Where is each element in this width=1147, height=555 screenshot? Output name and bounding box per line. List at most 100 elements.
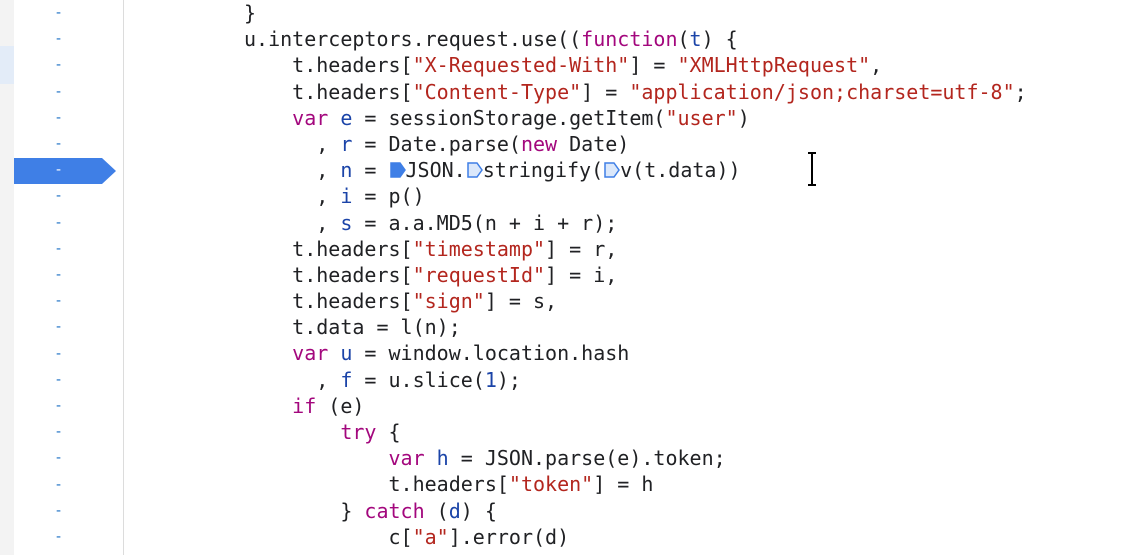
code-line[interactable]: u.interceptors.request.use((function(t) … <box>244 26 1027 52</box>
code-token: = p() <box>352 184 425 209</box>
code-token: "Content-Type" <box>412 79 582 104</box>
gutter-line-mark[interactable]: - <box>55 293 62 310</box>
inline-breakpoint-outline-icon[interactable] <box>466 161 484 179</box>
code-token: u <box>340 341 353 366</box>
code-line[interactable]: , f = u.slice(1); <box>244 367 1027 393</box>
code-token: ; <box>1014 79 1027 104</box>
code-token: , <box>870 53 883 78</box>
code-line[interactable]: var e = sessionStorage.getItem("user") <box>244 105 1027 131</box>
left-activity-strip <box>0 0 14 555</box>
code-token: ) { <box>701 27 738 52</box>
code-line[interactable]: t.headers["token"] = h <box>244 471 1027 497</box>
code-token: f <box>340 367 353 392</box>
code-editor[interactable]: }u.interceptors.request.use((function(t)… <box>244 0 1027 550</box>
code-token <box>244 106 292 130</box>
code-line[interactable]: var u = window.location.hash <box>244 340 1027 366</box>
code-token: d <box>448 498 461 523</box>
code-token: u.interceptors.request.use(( <box>244 27 582 52</box>
gutter-line-mark[interactable]: - <box>55 83 62 100</box>
code-token: t <box>689 27 702 52</box>
gutter-line-mark[interactable]: - <box>55 424 62 441</box>
code-token: t.headers[ <box>244 472 509 497</box>
code-token: var <box>388 446 425 471</box>
code-token: function <box>581 27 678 52</box>
code-line[interactable]: , s = a.a.MD5(n + i + r); <box>244 210 1027 236</box>
gutter-line-mark[interactable]: - <box>55 162 62 179</box>
code-line[interactable]: var h = JSON.parse(e).token; <box>244 445 1027 471</box>
code-token: stringify( <box>482 158 604 183</box>
code-token: ] = s, <box>484 289 558 314</box>
code-token: ( <box>424 498 449 523</box>
gutter-line-mark[interactable]: - <box>55 529 62 545</box>
code-token: "application/json;charset=utf-8" <box>629 79 1015 104</box>
text-cursor-icon <box>808 152 816 186</box>
line-gutter[interactable]: - - - - - - - - - - - - - - - - - - - - - <box>14 0 123 555</box>
code-token: i <box>340 184 353 209</box>
code-token: r <box>340 131 353 156</box>
code-line[interactable]: } <box>244 0 1027 26</box>
code-line[interactable]: t.headers["X-Requested-With"] = "XMLHttp… <box>244 52 1027 78</box>
gutter-line-mark[interactable]: - <box>55 240 62 257</box>
gutter-line-mark[interactable]: - <box>55 345 62 362</box>
code-token: s <box>340 210 353 235</box>
code-token: ] = h <box>593 472 654 497</box>
code-line[interactable]: t.data = l(n); <box>244 314 1027 340</box>
code-token: = Date.parse( <box>352 131 521 156</box>
code-token <box>244 341 292 365</box>
code-line[interactable]: , n = JSON.stringify(v(t.data)) <box>244 157 1027 183</box>
gutter-line-mark[interactable]: - <box>55 502 62 519</box>
code-token: ] = <box>581 79 630 104</box>
gutter-line-mark[interactable]: - <box>55 398 62 414</box>
breakpoint-marker-icon[interactable] <box>14 158 116 184</box>
gutter-line-mark[interactable]: - <box>55 57 62 74</box>
code-line[interactable]: if (e) <box>244 393 1027 419</box>
gutter-line-mark[interactable]: - <box>55 188 62 205</box>
code-token: h <box>436 446 449 471</box>
code-token <box>328 106 340 130</box>
gutter-line-mark[interactable]: - <box>55 371 62 388</box>
code-line[interactable]: , i = p() <box>244 183 1027 209</box>
code-line[interactable]: t.headers["sign"] = s, <box>244 288 1027 314</box>
gutter-line-mark[interactable]: - <box>55 319 62 336</box>
code-line[interactable]: c["a"].error(d) <box>244 524 1027 550</box>
code-token: "a" <box>412 524 449 549</box>
code-token: "X-Requested-With" <box>412 53 630 78</box>
code-line[interactable]: } catch (d) { <box>244 498 1027 524</box>
code-token: , <box>244 131 341 156</box>
code-token: t.data = l(n); <box>244 315 461 340</box>
code-token: "sign" <box>412 289 485 314</box>
inline-breakpoint-filled-icon[interactable] <box>389 161 407 179</box>
gutter-line-mark[interactable]: - <box>55 450 62 467</box>
gutter-line-mark[interactable]: - <box>55 476 62 493</box>
code-token: t.headers[ <box>244 289 413 314</box>
strip-selection <box>0 46 14 84</box>
gutter-line-mark[interactable]: - <box>55 109 62 126</box>
gutter-divider <box>123 0 124 555</box>
code-token: , <box>244 158 341 183</box>
gutter-line-mark[interactable]: - <box>55 136 62 152</box>
code-token: } <box>244 1 257 25</box>
code-token: , <box>244 210 341 235</box>
inline-breakpoint-outline-icon[interactable] <box>603 161 621 179</box>
code-line[interactable]: try { <box>244 419 1027 445</box>
code-token: ) { <box>460 498 497 523</box>
code-line[interactable]: t.headers["requestId"] = i, <box>244 262 1027 288</box>
code-line[interactable]: t.headers["timestamp"] = r, <box>244 236 1027 262</box>
code-token: t.headers[ <box>244 79 413 104</box>
code-token: n <box>340 158 353 183</box>
code-token: ) <box>737 105 750 130</box>
code-token: ] = <box>629 53 678 78</box>
code-token: = sessionStorage.getItem( <box>352 105 666 130</box>
gutter-line-mark[interactable]: - <box>55 31 62 48</box>
code-token: ( <box>677 27 690 52</box>
code-token: "token" <box>508 472 594 497</box>
gutter-line-mark[interactable]: - <box>55 214 62 231</box>
code-token: var <box>292 105 329 130</box>
code-line[interactable]: t.headers["Content-Type"] = "application… <box>244 79 1027 105</box>
code-token: ].error(d) <box>448 524 570 549</box>
gutter-line-mark[interactable]: - <box>55 267 62 283</box>
code-token: , <box>244 184 341 209</box>
gutter-line-mark[interactable]: - <box>55 5 62 21</box>
code-token: } <box>244 498 365 523</box>
code-line[interactable]: , r = Date.parse(new Date) <box>244 131 1027 157</box>
